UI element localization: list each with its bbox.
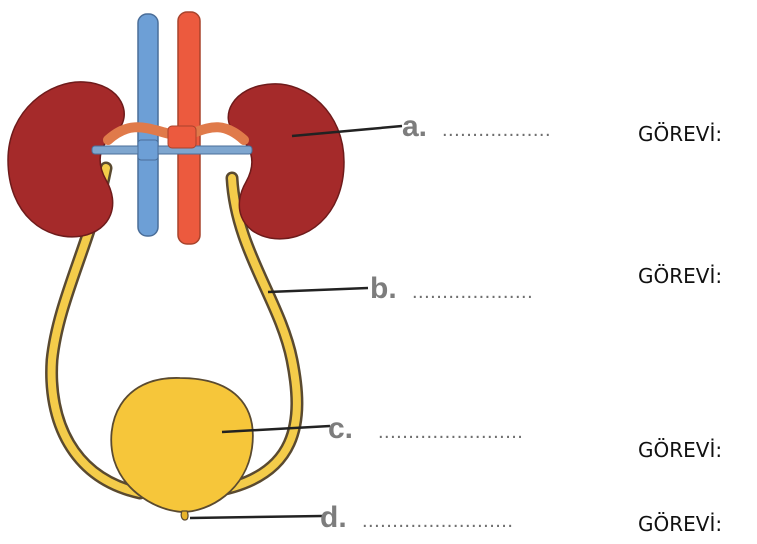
label-letter-d: d. xyxy=(320,501,347,534)
answer-dots-c: ........................ xyxy=(378,421,523,443)
label-letter-b: b. xyxy=(370,272,397,305)
duty-label-c: GÖREVİ: xyxy=(638,438,722,462)
renal-vessels xyxy=(92,126,252,160)
label-letter-c: c. xyxy=(328,412,353,445)
duty-label-d: GÖREVİ: xyxy=(638,512,722,536)
kidney-right xyxy=(228,84,344,239)
answer-dots-d: ......................... xyxy=(362,510,513,532)
leader-line-b xyxy=(268,288,368,292)
part-labels: a. .................. b. ...............… xyxy=(320,110,551,534)
answer-dots-a: .................. xyxy=(442,119,551,141)
answer-dots-b: .................... xyxy=(412,281,533,303)
leader-line-d xyxy=(190,516,322,518)
duty-label-b: GÖREVİ: xyxy=(638,264,722,288)
duty-label-a: GÖREVİ: xyxy=(638,122,722,146)
kidney-left xyxy=(8,82,124,237)
urethra xyxy=(181,511,188,520)
label-letter-a: a. xyxy=(402,110,427,143)
